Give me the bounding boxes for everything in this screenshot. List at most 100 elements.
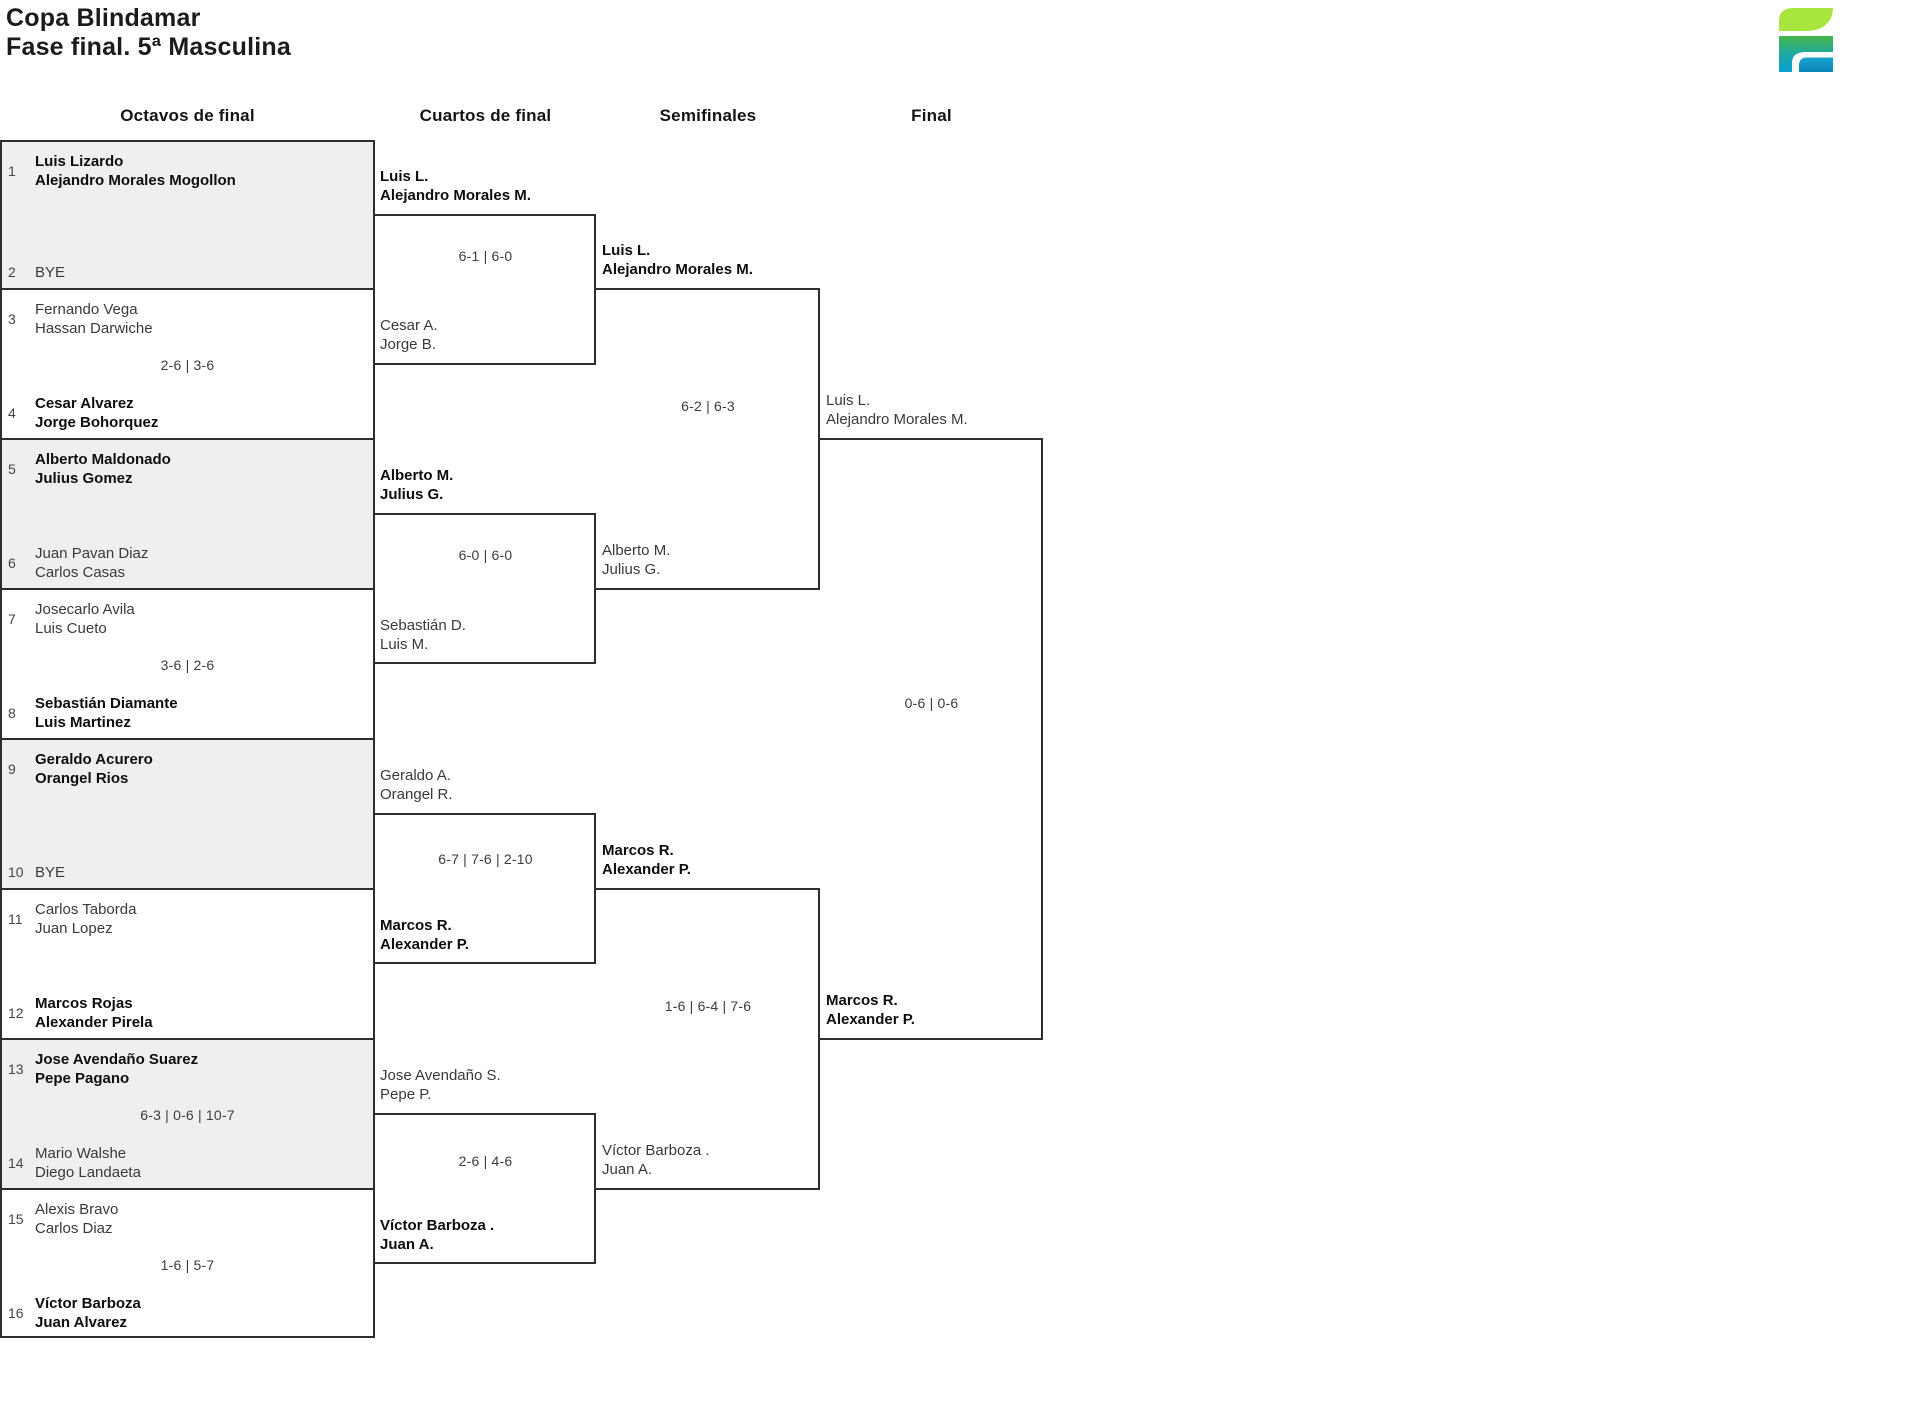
- page-title: Copa Blindamar Fase final. 5ª Masculina: [6, 4, 291, 62]
- pair-box-shade-5-6: [0, 438, 375, 588]
- team-players: BYE: [35, 264, 66, 281]
- bracket-line: [0, 140, 375, 142]
- team-players: Jose Avendaño Suarez Pepe Pagano: [35, 1051, 199, 1087]
- qf4-team-b-label: Víctor Barboza . Juan A.: [380, 1217, 495, 1253]
- match-score-qf2: 6-0 | 6-0: [458, 547, 513, 563]
- club-logo: [1777, 7, 1839, 78]
- seed-number: 3: [8, 310, 16, 327]
- tournament-name: Copa Blindamar: [6, 4, 201, 32]
- team-slot-seed-7: 7 Josecarlo Avila Luis Cueto: [8, 600, 135, 638]
- qf2-team-a-label: Alberto M. Julius G.: [380, 467, 454, 503]
- seed-number: 15: [8, 1210, 24, 1227]
- team-players: Alexis Bravo Carlos Diaz: [35, 1201, 119, 1237]
- phase-subtitle: Fase final. 5ª Masculina: [6, 33, 291, 61]
- seed-number: 6: [8, 554, 16, 571]
- seed-number: 4: [8, 404, 16, 421]
- team-players: Víctor Barboza Juan Alvarez: [35, 1295, 141, 1331]
- sf1-team-b-label: Alberto M. Julius G.: [602, 542, 671, 578]
- match-score-sf2: 1-6 | 6-4 | 7-6: [664, 998, 752, 1014]
- team-slot-seed-6: 6 Juan Pavan Diaz Carlos Casas: [8, 544, 148, 582]
- match-connector-qf3: [375, 813, 596, 964]
- match-score-r16-7: 6-3 | 0-6 | 10-7: [140, 1107, 235, 1123]
- team-slot-seed-10: 10 BYE: [8, 863, 65, 882]
- pair-box-shade-9-10: [0, 738, 375, 888]
- seed-number: 5: [8, 460, 16, 477]
- match-score-r16-2: 2-6 | 3-6: [160, 357, 215, 373]
- bracket-line: [0, 288, 375, 290]
- seed-number: 11: [8, 910, 23, 927]
- sf2-team-a-label: Marcos R. Alexander P.: [602, 842, 691, 878]
- team-slot-seed-13: 13 Jose Avendaño Suarez Pepe Pagano: [8, 1050, 198, 1088]
- qf1-team-a-label: Luis L. Alejandro Morales M.: [380, 168, 531, 204]
- team-players: Fernando Vega Hassan Darwiche: [35, 301, 153, 337]
- seed-number: 8: [8, 704, 16, 721]
- bracket-line: [0, 140, 2, 1338]
- bracket-line: [0, 438, 375, 440]
- team-slot-seed-15: 15 Alexis Bravo Carlos Diaz: [8, 1200, 118, 1238]
- match-connector-final: [820, 438, 1043, 1040]
- team-players: Alberto Maldonado Julius Gomez: [35, 451, 171, 487]
- team-players: Cesar Alvarez Jorge Bohorquez: [35, 395, 159, 431]
- team-players: Marcos Rojas Alexander Pirela: [35, 995, 153, 1031]
- bracket-line: [0, 1188, 375, 1190]
- bracket-line: [0, 738, 375, 740]
- seed-number: 16: [8, 1304, 24, 1321]
- bracket-line: [0, 888, 375, 890]
- seed-number: 2: [8, 264, 16, 280]
- qf4-team-a-label: Jose Avendaño S. Pepe P.: [380, 1067, 501, 1103]
- round-header-cuartos: Cuartos de final: [419, 106, 552, 125]
- seed-number: 9: [8, 760, 16, 777]
- bracket-line: [373, 140, 375, 1338]
- match-score-qf1: 6-1 | 6-0: [458, 248, 513, 264]
- team-players: BYE: [35, 864, 66, 881]
- team-players: Sebastián Diamante Luis Martinez: [35, 695, 178, 731]
- qf1-team-b-label: Cesar A. Jorge B.: [380, 317, 438, 353]
- round-header-final: Final: [911, 106, 952, 125]
- team-slot-seed-8: 8 Sebastián Diamante Luis Martinez: [8, 694, 178, 732]
- seed-number: 14: [8, 1154, 24, 1171]
- team-players: Mario Walshe Diego Landaeta: [35, 1145, 141, 1181]
- final-team-a-label: Luis L. Alejandro Morales M.: [826, 392, 968, 428]
- team-slot-seed-3: 3 Fernando Vega Hassan Darwiche: [8, 300, 153, 338]
- team-slot-seed-16: 16 Víctor Barboza Juan Alvarez: [8, 1294, 141, 1332]
- match-connector-sf2: [596, 888, 820, 1190]
- team-players: Carlos Taborda Juan Lopez: [35, 901, 137, 937]
- bracket-line: [0, 1336, 375, 1338]
- sf2-team-b-label: Víctor Barboza . Juan A.: [602, 1142, 710, 1178]
- sf1-team-a-label: Luis L. Alejandro Morales M.: [602, 242, 753, 278]
- bracket-line: [0, 588, 375, 590]
- match-score-final: 0-6 | 0-6: [904, 695, 959, 711]
- seed-number: 7: [8, 610, 16, 627]
- team-players: Juan Pavan Diaz Carlos Casas: [35, 545, 149, 581]
- bracket-line: [0, 1038, 375, 1040]
- match-score-qf3: 6-7 | 7-6 | 2-10: [438, 851, 533, 867]
- match-score-sf1: 6-2 | 6-3: [681, 398, 735, 414]
- pair-box-shade-1-2: [0, 140, 375, 288]
- team-players: Geraldo Acurero Orangel Rios: [35, 751, 153, 787]
- team-slot-seed-14: 14 Mario Walshe Diego Landaeta: [8, 1144, 141, 1182]
- team-slot-seed-1: 1 Luis Lizardo Alejandro Morales Mogollo…: [8, 152, 236, 190]
- team-slot-seed-2: 2 BYE: [8, 263, 65, 282]
- team-players: Luis Lizardo Alejandro Morales Mogollon: [35, 153, 236, 189]
- match-score-r16-8: 1-6 | 5-7: [160, 1257, 215, 1273]
- match-score-qf4: 2-6 | 4-6: [458, 1153, 513, 1169]
- qf2-team-b-label: Sebastián D. Luis M.: [380, 617, 466, 653]
- match-connector-qf4: [375, 1113, 596, 1264]
- pair-box-shade-13-14: [0, 1038, 375, 1188]
- logo-icon: [1779, 8, 1833, 72]
- seed-number: 10: [8, 864, 24, 880]
- seed-number: 12: [8, 1004, 24, 1021]
- match-connector-qf1: [375, 214, 596, 365]
- round-header-octavos: Octavos de final: [120, 106, 255, 125]
- team-players: Josecarlo Avila Luis Cueto: [35, 601, 135, 637]
- team-slot-seed-4: 4 Cesar Alvarez Jorge Bohorquez: [8, 394, 158, 432]
- seed-number: 1: [8, 162, 16, 179]
- team-slot-seed-9: 9 Geraldo Acurero Orangel Rios: [8, 750, 153, 788]
- team-slot-seed-11: 11 Carlos Taborda Juan Lopez: [8, 900, 136, 938]
- seed-number: 13: [8, 1060, 24, 1077]
- qf3-team-b-label: Marcos R. Alexander P.: [380, 917, 469, 953]
- team-slot-seed-5: 5 Alberto Maldonado Julius Gomez: [8, 450, 171, 488]
- final-team-b-label: Marcos R. Alexander P.: [826, 992, 915, 1028]
- round-header-semifinales: Semifinales: [659, 106, 757, 125]
- match-connector-qf2: [375, 513, 596, 664]
